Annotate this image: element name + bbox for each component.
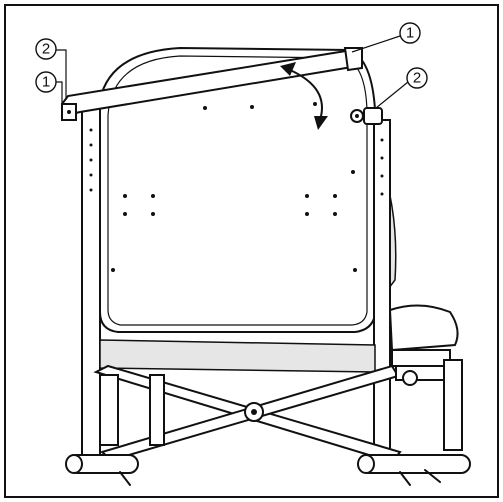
backrest-panel — [99, 46, 376, 333]
leader-lines — [55, 35, 409, 109]
brake-assembly — [391, 349, 463, 451]
feet-details — [119, 469, 441, 486]
cross-brace — [93, 364, 402, 464]
left-lower-frame — [99, 374, 119, 446]
backrest-bolts — [111, 102, 357, 272]
seat-sling — [99, 339, 376, 373]
side-cushion — [388, 304, 459, 352]
left-post — [81, 107, 101, 459]
callout-2-right-label: 2 — [413, 70, 421, 87]
frame-border — [4, 4, 499, 498]
callout-2-left-label: 2 — [42, 41, 50, 58]
rotation-arrow — [280, 62, 328, 130]
right-post — [373, 119, 391, 459]
callout-2-left: 2 — [35, 38, 57, 60]
callout-1-right-label: 1 — [406, 25, 414, 42]
clamp-knob — [350, 107, 383, 125]
callout-2-right: 2 — [406, 67, 428, 89]
callout-1-right: 1 — [399, 22, 421, 44]
callout-1-left: 1 — [35, 71, 57, 93]
bottom-rails — [65, 454, 471, 474]
left-inner-frame — [149, 374, 165, 446]
callout-1-left-label: 1 — [42, 74, 50, 91]
